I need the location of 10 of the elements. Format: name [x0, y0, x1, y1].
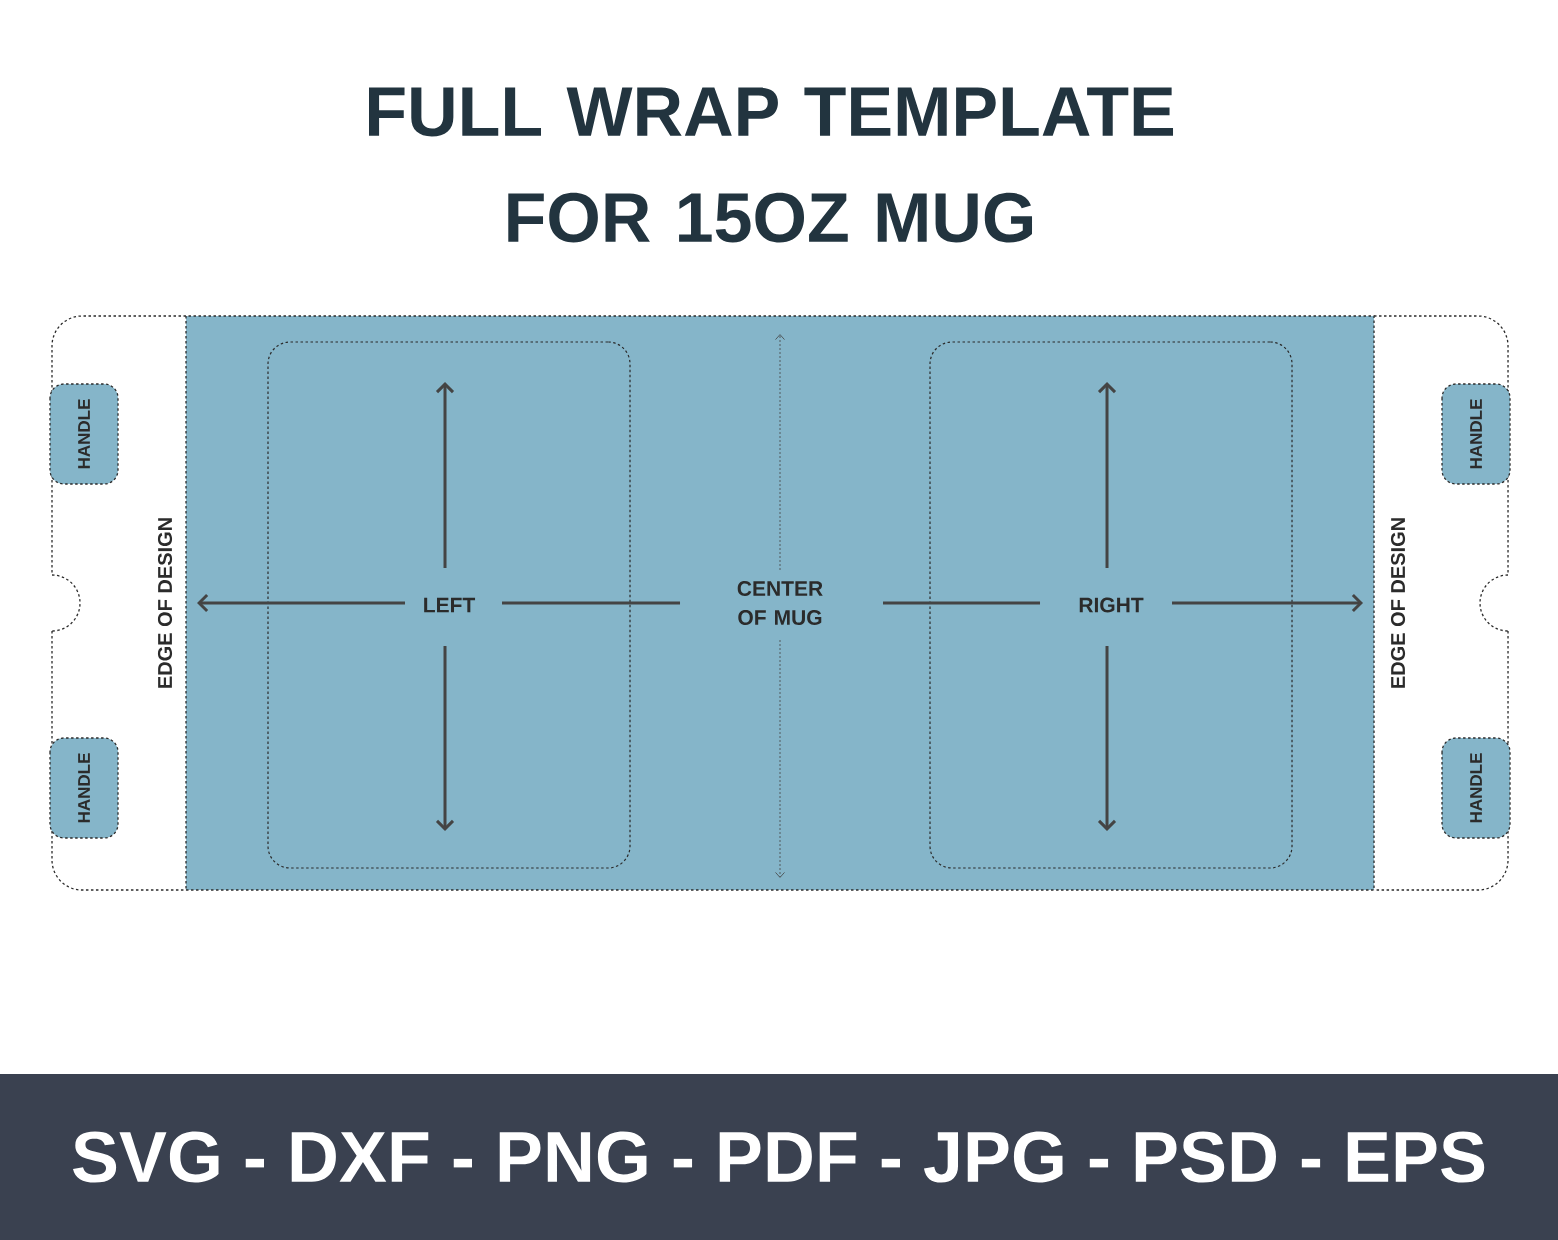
handle-tab: HANDLE: [49, 737, 119, 839]
title: FULL WRAP TEMPLATE FOR 15OZ MUG: [369, 87, 1173, 243]
panel-outline: LEFT: [267, 341, 631, 869]
format-banner: SVG - DXF - PNG - PDF - JPG - PSD - EPS: [0, 1074, 1558, 1240]
side-label: EDGE OF DESIGN: [157, 518, 173, 688]
panel-outline: RIGHT: [929, 341, 1293, 869]
handle-tab: HANDLE: [1441, 383, 1511, 485]
handle-tab: HANDLE: [1441, 737, 1511, 839]
side-label: EDGE OF DESIGN: [1390, 518, 1406, 688]
handle-tab: HANDLE: [49, 383, 119, 485]
